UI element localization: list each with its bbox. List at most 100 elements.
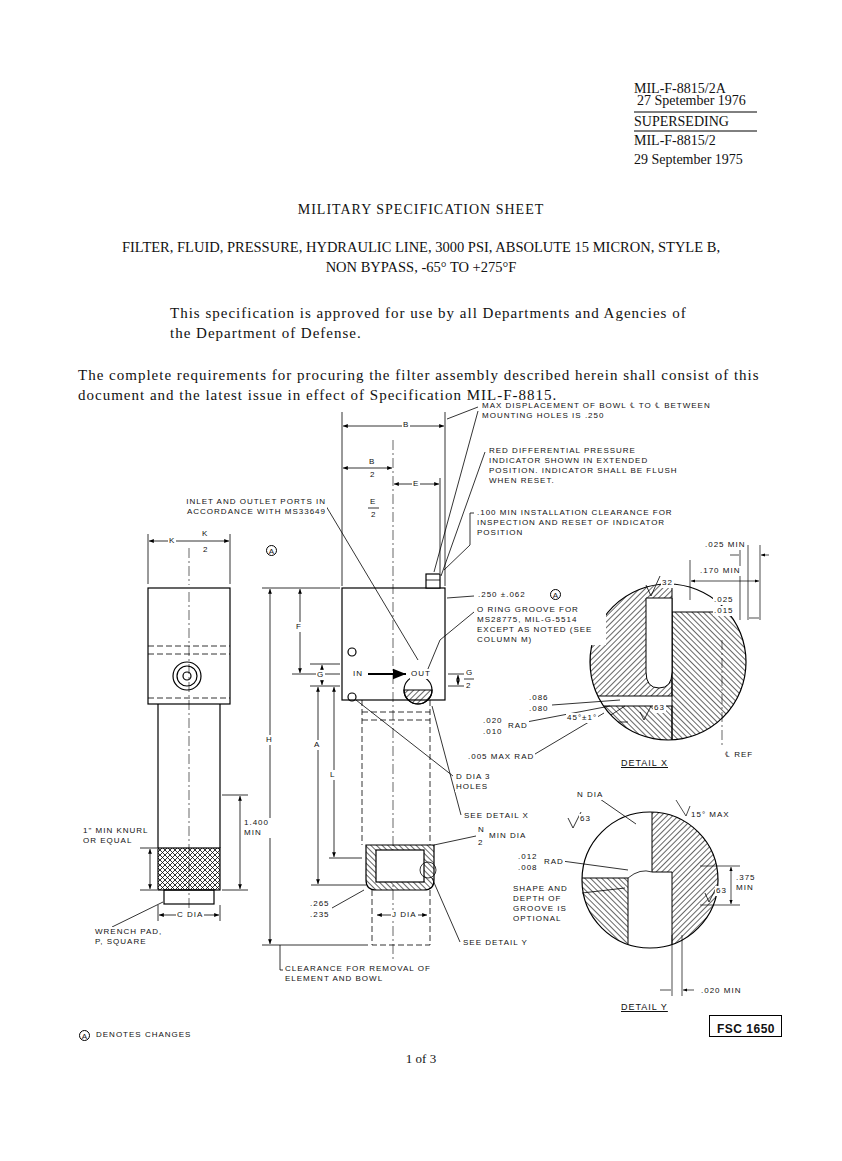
change-mark: A [79,1030,90,1041]
angle-note: 45°±1° [566,713,598,723]
approval-note: This specification is approved for use b… [170,303,690,344]
dim-letter: E [369,497,377,507]
clearance-note: CLEARANCE FOR REMOVAL OF ELEMENT AND BOW… [284,964,454,984]
finish-mark: 63 [579,814,592,824]
dimension: 1.400 MIN [243,818,279,838]
side-view [177,666,197,686]
leader-line [447,596,474,598]
dimension-line [464,679,474,680]
detail-x [590,584,746,740]
groove-note: O RING GROOVE FOR MS28775, MIL-G-5514 EX… [476,605,606,645]
header-rule [634,112,757,113]
groove-note: SHAPE AND DEPTH OF GROOVE IS OPTIONAL [512,884,581,924]
front-view [426,580,440,581]
front-view [368,673,406,675]
dimension: N DIA [576,790,604,800]
dimension-line [222,795,248,890]
front-view [376,850,424,882]
dim-letter: B [402,420,410,430]
leader-note: MAX DISPLACEMENT OF BOWL ℄ TO ℄ BETWEEN … [481,401,723,421]
header-rule [634,112,757,131]
detail-y [672,935,682,996]
dimension: .086 [528,693,550,703]
detail-x [690,545,760,620]
detail-x [590,545,769,746]
fraction-denominator: 2 [465,681,472,691]
dimension-line [140,848,157,890]
detail-x [646,598,672,688]
front-view [348,693,356,701]
sheet-heading: MILITARY SPECIFICATION SHEET [298,201,544,220]
dimension-line [458,675,459,685]
detail-x [640,706,651,720]
doc-number: MIL-F-8815/2 [634,132,716,151]
leader-line [432,878,460,942]
detail-y [568,800,740,996]
dimension-line [112,412,474,960]
detail-title: DETAIL X [620,758,669,768]
dimension: RAD [507,721,529,731]
class-code-box: FSC 1650 [709,1015,782,1037]
front-view [426,574,440,588]
side-view [173,662,201,690]
dimension-line [318,687,319,884]
detail-y [628,871,652,878]
dimension: J DIA [391,910,418,920]
sheet-title: FILTER, FLUID, PRESSURE, HYDRAULIC LINE,… [111,238,731,277]
leader-line [432,706,461,815]
detail-x [672,612,748,742]
dimension-line [158,905,220,921]
wrench-note: WRENCH PAD, P, SQUARE [94,927,168,947]
front-view [404,676,432,704]
dimension: .170 MIN [699,566,741,576]
dimension-line [342,412,445,586]
dimension-line [262,588,368,945]
detail-x [749,618,759,619]
dimension-line [310,664,340,686]
dimension-line [240,796,241,889]
detail-x [691,581,759,582]
leader-line [552,700,620,705]
leader-line [562,861,628,870]
detail-y [580,878,628,950]
detail-y [731,867,732,904]
doc-date: 27 Spetember 1976 [637,92,746,111]
front-view [372,890,430,945]
detail-x [646,576,660,596]
finish-mark: 63 [653,703,666,713]
detail-x [730,555,769,556]
detail-y [700,866,740,905]
change-mark: A [266,545,277,556]
angle-note: 15° MAX [690,810,731,820]
dim-letter: G [316,670,325,680]
dimension-line [150,849,151,889]
side-view [189,548,190,915]
dim-letter: G [465,668,474,678]
flow-label: OUT [410,669,432,679]
dimension-line [448,674,464,686]
front-view [366,845,434,890]
dimension-line [148,534,230,584]
fraction-denominator: 2 [369,470,376,480]
dimension: .080 [528,704,550,714]
detail-y [580,810,720,950]
clearance-note: .100 MIN INSTALLATION CLEARANCE FOR INSP… [476,508,703,538]
detail-callout: SEE DETAIL Y [462,938,529,948]
dimension: .005 MAX RAD [467,752,535,762]
detail-x [600,706,628,722]
dimension-line [332,890,364,908]
dimension-line [149,541,229,542]
dimension-line [368,508,379,509]
leader-line [447,407,478,419]
hole-note: D DIA 3 HOLES [455,772,509,792]
indicator-note: RED DIFFERENTIAL PRESSURE INDICATOR SHOW… [488,446,685,486]
dim-letter: F [295,622,303,632]
front-view [420,862,436,878]
dimension: .025 MIN [704,540,746,550]
dimension: .020 MIN [700,986,742,996]
leader-line [356,700,453,776]
dimension: .012 [517,852,539,862]
finish-mark: 63 [715,886,728,896]
reference-note: ℄ REF [724,750,754,760]
dim-letter: K [168,536,176,546]
